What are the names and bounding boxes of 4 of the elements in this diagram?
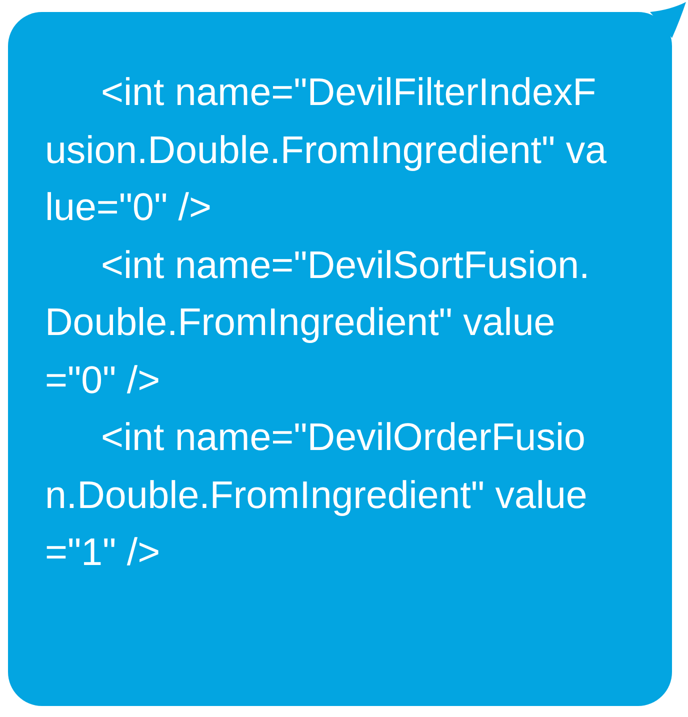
code-text: <int name="DevilSortFusion.Double.FromIngredient" value="0" /> <box>45 242 591 404</box>
message-bubble <box>8 12 672 706</box>
code-text: <int name="DevilOrderFusion.Double.FromIngredient" value="1" /> <box>45 415 588 576</box>
code-text: <int name="DevilFilterIndexFusion.Double.FromIngredient" value="0" /> <box>45 70 608 231</box>
